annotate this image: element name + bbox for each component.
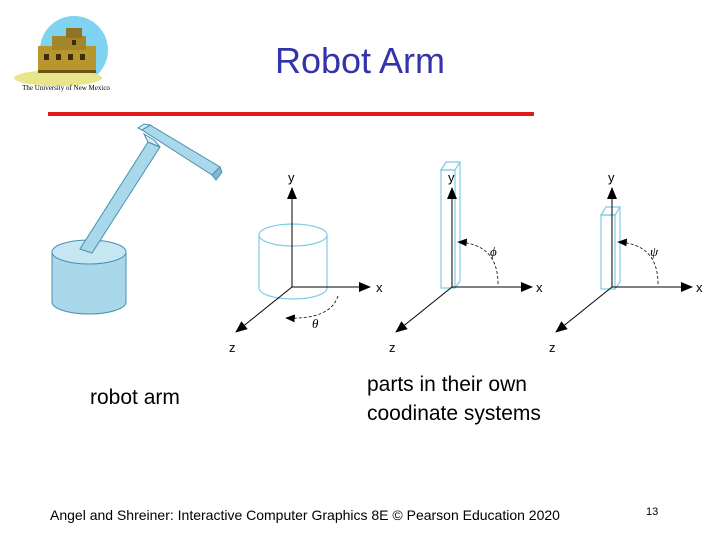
lower-arm-x-label: x: [536, 280, 543, 295]
base-z-label: z: [229, 340, 236, 355]
theta-label: θ: [312, 316, 319, 331]
page-title: Robot Arm: [274, 40, 446, 81]
base-y-label: y: [288, 170, 295, 185]
phi-label: ϕ: [490, 244, 497, 259]
upper-arm-coordinate-system: y x z ψ: [549, 170, 703, 355]
upper-arm-z-label: z: [549, 340, 556, 355]
lower-arm-y-label: y: [448, 170, 455, 185]
upper-arm-y-label: y: [608, 170, 615, 185]
psi-label: ψ: [650, 244, 659, 259]
base-coordinate-system: y x z θ: [229, 170, 383, 355]
page-number: 13: [646, 506, 659, 518]
unm-logo: [14, 16, 108, 86]
caption-parts: parts in their own coodinate systems: [367, 370, 607, 428]
lower-arm-coordinate-system: y x z ϕ: [389, 161, 543, 355]
caption-robot-arm: robot arm: [90, 386, 180, 409]
base-x-label: x: [376, 280, 383, 295]
title-divider: [48, 112, 534, 116]
lower-arm-z-label: z: [389, 340, 396, 355]
caption-parts-line-1: parts in their own: [367, 373, 527, 396]
caption-parts-line-2: coodinate systems: [367, 402, 541, 425]
robot-arm-illustration: [51, 123, 223, 315]
upper-arm-x-label: x: [696, 280, 703, 295]
footer-citation: Angel and Shreiner: Interactive Computer…: [50, 507, 560, 523]
robot-arm-diagram: y x z θ y x z ϕ y x z ψ: [51, 123, 703, 355]
logo-caption: The University of New Mexico: [22, 84, 110, 92]
